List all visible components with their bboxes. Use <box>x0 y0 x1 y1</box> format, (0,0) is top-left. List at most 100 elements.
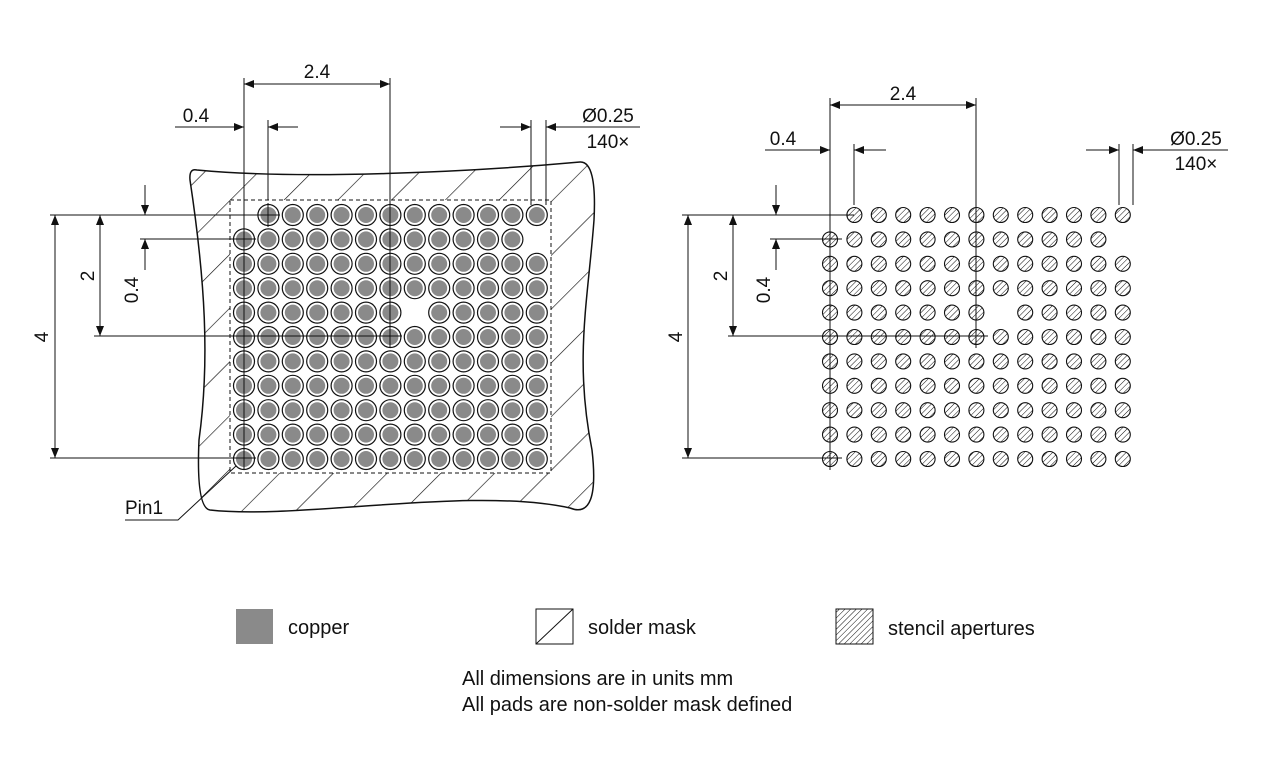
stencil-aperture <box>992 402 1009 419</box>
stencil-aperture <box>992 353 1009 370</box>
copper-pad <box>284 207 301 223</box>
stencil-aperture <box>1017 402 1034 419</box>
stencil-aperture <box>992 206 1009 224</box>
stencil-aperture <box>1114 280 1131 297</box>
stencil-aperture <box>968 377 985 394</box>
stencil-aperture <box>919 304 936 321</box>
stencil-aperture <box>870 353 887 370</box>
dim-vertical-4: 4 <box>32 331 53 342</box>
legend-stencil-swatch <box>835 608 874 645</box>
copper-pad <box>504 231 521 248</box>
stencil-aperture <box>992 377 1009 394</box>
stencil-aperture <box>1114 328 1131 346</box>
copper-pad <box>406 402 423 419</box>
copper-pad <box>528 255 545 272</box>
copper-pad <box>504 329 521 345</box>
dim-diameter-right: Ø0.25 <box>1170 129 1222 150</box>
copper-pad <box>431 402 448 419</box>
stencil-aperture <box>992 450 1009 468</box>
stencil-aperture <box>1114 377 1131 394</box>
copper-pad <box>504 451 521 467</box>
stencil-aperture <box>943 231 961 248</box>
stencil-aperture <box>1090 377 1107 394</box>
copper-pad <box>382 353 399 370</box>
stencil-aperture <box>919 377 936 394</box>
stencil-aperture <box>992 255 1009 272</box>
stencil-aperture <box>943 280 961 297</box>
copper-pad <box>455 329 472 345</box>
legend-copper-swatch <box>236 609 273 644</box>
stencil-aperture <box>1065 328 1083 346</box>
stencil-aperture <box>1041 450 1058 468</box>
stencil-aperture <box>1041 255 1058 272</box>
stencil-aperture <box>1114 450 1131 468</box>
legend: copper solder mask stencil apertures <box>236 608 1035 645</box>
stencil-aperture <box>943 304 961 321</box>
dim-pitch-2-4-right: 2.4 <box>890 84 917 105</box>
copper-pad <box>309 207 326 223</box>
stencil-aperture <box>919 231 936 248</box>
copper-pad <box>284 353 301 370</box>
stencil-aperture <box>870 402 887 419</box>
copper-pad <box>455 377 472 394</box>
stencil-aperture <box>1114 304 1131 321</box>
dim-count: 140× <box>587 132 630 153</box>
stencil-aperture <box>1041 206 1058 224</box>
copper-pad <box>480 304 496 321</box>
stencil-aperture <box>1090 206 1107 224</box>
pin1-label: Pin1 <box>125 498 163 519</box>
stencil-aperture <box>1114 255 1131 272</box>
stencil-aperture <box>1065 402 1083 419</box>
stencil-aperture <box>895 206 912 224</box>
copper-pad <box>455 426 472 443</box>
stencil-aperture <box>895 231 912 248</box>
stencil-aperture <box>1041 328 1058 346</box>
copper-pad <box>260 426 277 443</box>
stencil-aperture <box>919 450 936 468</box>
stencil-aperture <box>895 402 912 419</box>
copper-pad <box>333 255 350 272</box>
copper-pad <box>504 377 521 394</box>
copper-pad <box>431 207 448 223</box>
stencil-aperture <box>1114 206 1131 224</box>
copper-pad <box>382 377 399 394</box>
copper-pad <box>284 329 301 345</box>
copper-pad <box>333 402 350 419</box>
copper-pad <box>260 353 277 370</box>
stencil-aperture <box>992 231 1009 248</box>
copper-pad <box>504 280 521 297</box>
copper-pad <box>358 255 374 272</box>
stencil-aperture <box>1065 231 1083 248</box>
copper-pad <box>260 377 277 394</box>
copper-pad <box>480 255 496 272</box>
stencil-aperture <box>992 280 1009 297</box>
stencil-aperture <box>992 328 1009 346</box>
copper-pad <box>309 377 326 394</box>
copper-pad <box>284 451 301 467</box>
copper-pad <box>382 402 399 419</box>
dim-vertical-4-right: 4 <box>666 331 687 342</box>
stencil-aperture <box>1041 280 1058 297</box>
copper-pad <box>480 426 496 443</box>
stencil-aperture <box>968 450 985 468</box>
copper-pad <box>333 353 350 370</box>
copper-pad <box>504 353 521 370</box>
copper-pad <box>528 207 545 223</box>
stencil-aperture <box>943 255 961 272</box>
copper-pad <box>528 426 545 443</box>
stencil-aperture <box>1017 304 1034 321</box>
copper-pad <box>528 280 545 297</box>
copper-pad <box>406 426 423 443</box>
copper-pad <box>309 231 326 248</box>
copper-pad <box>260 231 277 248</box>
stencil-aperture <box>1017 231 1034 248</box>
copper-pad <box>333 304 350 321</box>
stencil-aperture <box>1065 280 1083 297</box>
legend-solder-mask-swatch <box>535 608 574 645</box>
copper-pad <box>480 207 496 223</box>
note-pads: All pads are non-solder mask defined <box>462 694 792 716</box>
stencil-aperture <box>870 280 887 297</box>
stencil-aperture <box>1017 377 1034 394</box>
stencil-aperture <box>1041 231 1058 248</box>
